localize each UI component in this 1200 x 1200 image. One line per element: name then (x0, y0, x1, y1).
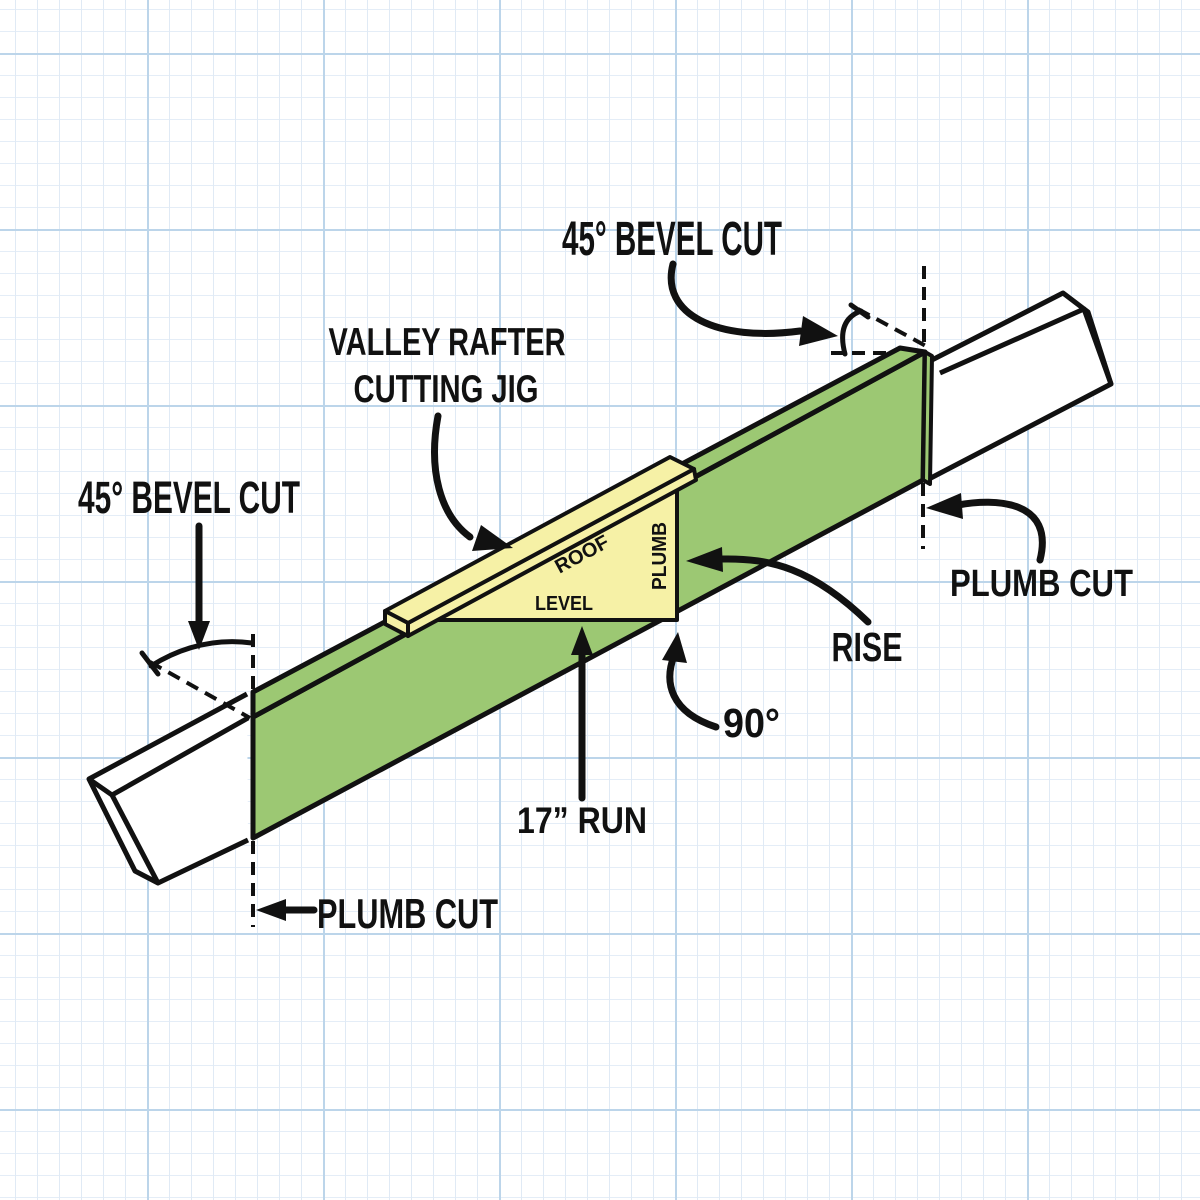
label-jig-title-line1: VALLEY RAFTER (329, 321, 566, 364)
right-cutoff-piece (925, 290, 1114, 483)
arrow-top-bevel-cut (667, 260, 838, 346)
arrow-plumb-cut-right (926, 493, 1046, 564)
label-jig-title-line2: CUTTING JIG (354, 368, 539, 411)
jig-plumb-edge-label: PLUMB (649, 522, 671, 590)
label-17-run: 17” RUN (517, 800, 647, 841)
cutting-jig (383, 455, 698, 638)
arrow-jig-callout (431, 412, 513, 551)
left-cutoff-piece (86, 691, 250, 886)
arrow-plumb-cut-bottom (256, 899, 318, 921)
left-bevel-dashed-ray (149, 660, 251, 720)
label-rise: RISE (832, 624, 903, 670)
left-bevel-angle-arc (139, 639, 255, 677)
rafter-board-end-grain (921, 350, 934, 486)
right-plumb-dashed-line (921, 266, 926, 549)
label-bevel-cut-left: 45° BEVEL CUT (78, 472, 300, 523)
right-bevel-angle-arc (840, 302, 871, 357)
arrow-17-run (571, 626, 593, 802)
arrow-rise (686, 547, 872, 626)
jig-fence-end-cap (383, 609, 410, 638)
jig-level-edge-label: LEVEL (535, 593, 593, 615)
label-90-degrees: 90° (723, 700, 780, 746)
label-bevel-cut-top: 45° BEVEL CUT (562, 213, 782, 266)
arrow-90-degrees (662, 632, 720, 731)
arrow-left-bevel-cut (188, 522, 210, 650)
label-plumb-cut-right: PLUMB CUT (950, 563, 1133, 605)
label-plumb-cut-bottom: PLUMB CUT (317, 890, 498, 937)
